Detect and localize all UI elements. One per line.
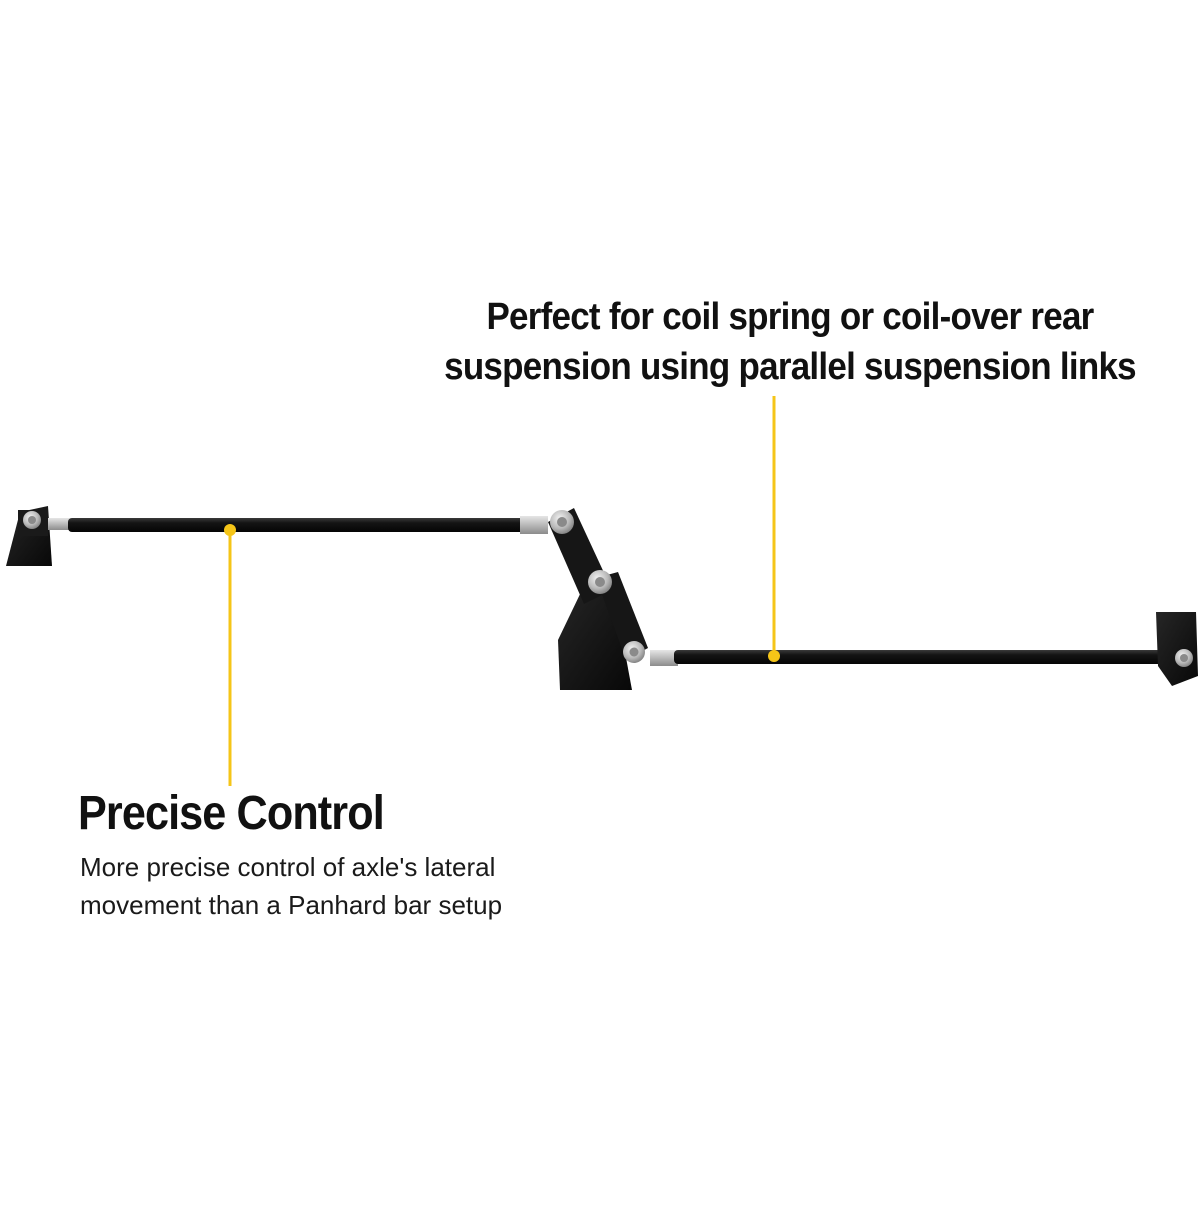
- lower-link-bar: [650, 650, 1186, 666]
- left-mount-bracket: [6, 506, 70, 566]
- right-mount-bracket: [1156, 612, 1198, 686]
- callout-top-text: Perfect for coil spring or coil-over rea…: [431, 292, 1149, 392]
- callout-top-line-1: Perfect for coil spring or coil-over rea…: [486, 296, 1094, 338]
- feature-description-line-2: movement than a Panhard bar setup: [80, 890, 503, 920]
- callout-line-lower: [224, 524, 236, 786]
- feature-heading: Precise Control: [78, 787, 385, 840]
- upper-link-bar: [68, 516, 548, 534]
- feature-description: More precise control of axle's lateral m…: [80, 848, 502, 924]
- callout-line-upper: [768, 396, 780, 662]
- feature-description-line-1: More precise control of axle's lateral: [80, 852, 496, 882]
- callout-top-line-2: suspension using parallel suspension lin…: [444, 346, 1137, 388]
- center-pivot-bracket: [548, 508, 648, 690]
